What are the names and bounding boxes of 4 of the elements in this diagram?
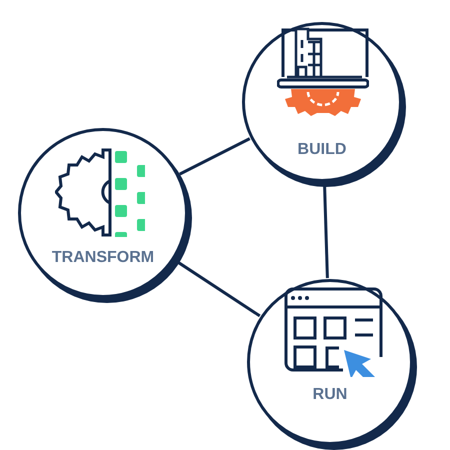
node-label: BUILD [296, 141, 348, 159]
node-label: RUN [312, 386, 348, 404]
connector-line [179, 137, 250, 176]
node-label: TRANSFORM [50, 249, 156, 267]
